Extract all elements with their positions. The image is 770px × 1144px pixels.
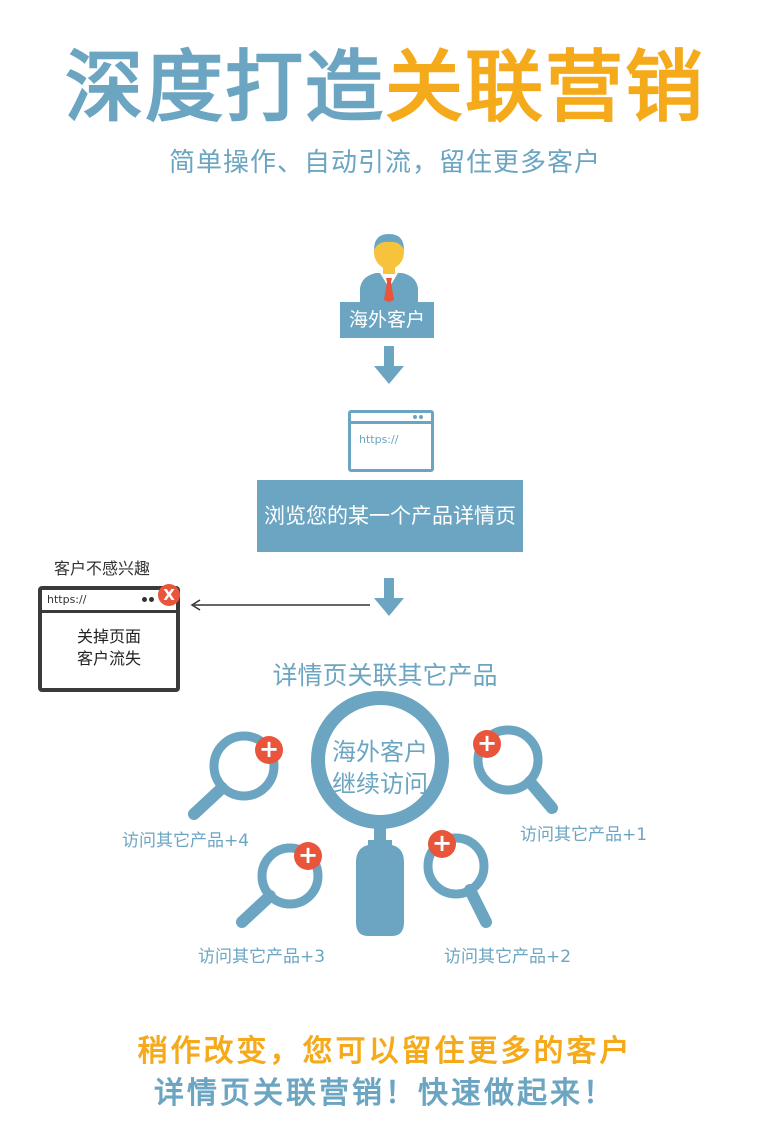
- visit-label-3: 访问其它产品+3: [198, 947, 326, 967]
- related-products-title: 详情页关联其它产品: [272, 661, 498, 690]
- plus-badge-icon: +: [294, 842, 322, 870]
- browse-label: 浏览您的某一个产品详情页: [257, 480, 523, 552]
- center-text: 海外客户 继续访问: [320, 736, 440, 800]
- popup-line-1: 关掉页面: [76, 627, 141, 646]
- arrow-down-icon: [374, 346, 404, 384]
- visit-label-2: 访问其它产品+2: [444, 947, 572, 967]
- plus-badge-icon: +: [428, 830, 456, 858]
- magnifier-graphics: [188, 691, 558, 936]
- popup-titlebar: https://: [42, 590, 176, 613]
- title-part-2: 关联营销: [385, 43, 706, 133]
- not-interested-note: 客户不感兴趣: [54, 559, 151, 578]
- popup-line-2: 客户流失: [76, 649, 141, 668]
- main-title: 深度打造关联营销: [0, 40, 770, 136]
- big-magnifier-icon: [311, 691, 449, 936]
- center-line-2: 继续访问: [332, 770, 428, 798]
- close-icon: X: [158, 584, 180, 606]
- arrow-down-icon: [374, 578, 404, 616]
- closed-page-window: https:// X 关掉页面 客户流失: [38, 584, 180, 692]
- arrow-left-icon: [190, 599, 370, 611]
- plus-badge-icon: +: [473, 730, 501, 758]
- footer-line-1: 稍作改变，您可以留住更多的客户: [137, 1034, 633, 1069]
- footer-line-2: 详情页关联营销！快速做起来！: [154, 1076, 616, 1111]
- visit-label-1: 访问其它产品+1: [520, 825, 648, 845]
- popup-message: 关掉页面 客户流失: [42, 626, 176, 670]
- popup-url: https://: [47, 593, 87, 606]
- customer-person-icon: [360, 234, 418, 302]
- browser-window-icon: https://: [348, 410, 434, 472]
- customer-label: 海外客户: [340, 302, 434, 338]
- title-part-1: 深度打造: [64, 43, 385, 133]
- center-line-1: 海外客户: [332, 738, 428, 766]
- browser-url: https://: [359, 433, 399, 446]
- plus-badge-icon: +: [255, 736, 283, 764]
- visit-label-4: 访问其它产品+4: [122, 831, 250, 851]
- subtitle: 简单操作、自动引流，留住更多客户: [168, 148, 601, 178]
